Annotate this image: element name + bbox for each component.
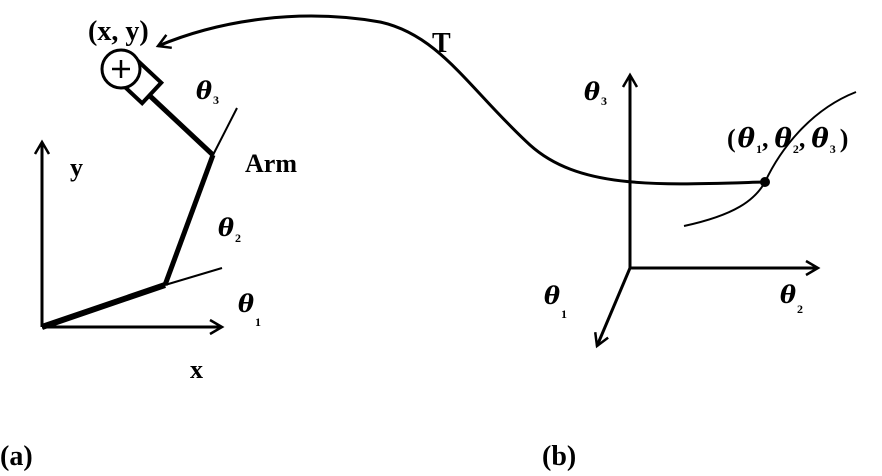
panel-a: x y (x, y) Arm θ3 θ2 θ1 (a) [0, 16, 297, 472]
panel-b: θ3 θ2 θ1 (θ1,θ2,θ3) (b) [542, 72, 857, 472]
x-axis-label: x [190, 355, 203, 384]
joint-theta-3-label: θ3 [196, 76, 219, 107]
theta-3-axis-label: θ3 [584, 77, 607, 108]
theta-1-axis [593, 267, 632, 349]
arm-link-2 [162, 154, 216, 286]
arm-label: Arm [245, 149, 297, 178]
panel-a-caption: (a) [0, 441, 33, 472]
joint-theta-1-label: θ1 [238, 289, 261, 329]
arm-link-1 [41, 282, 166, 330]
point-label: (x, y) [88, 16, 149, 47]
theta-2-axis-label: θ2 [780, 280, 803, 316]
joint-1-reference-line [164, 267, 223, 286]
configuration-curve [683, 91, 857, 227]
arm-link-3 [148, 94, 215, 157]
joint-2-reference-line [212, 107, 238, 156]
configuration-point-label: (θ1,θ2,θ3) [727, 124, 848, 156]
y-axis-label: y [70, 153, 83, 182]
configuration-point [760, 177, 770, 187]
transform-label: T [432, 28, 451, 59]
theta-1-axis-label: θ1 [544, 281, 567, 321]
joint-theta-2-label: θ2 [218, 213, 241, 245]
panel-b-caption: (b) [542, 441, 576, 472]
